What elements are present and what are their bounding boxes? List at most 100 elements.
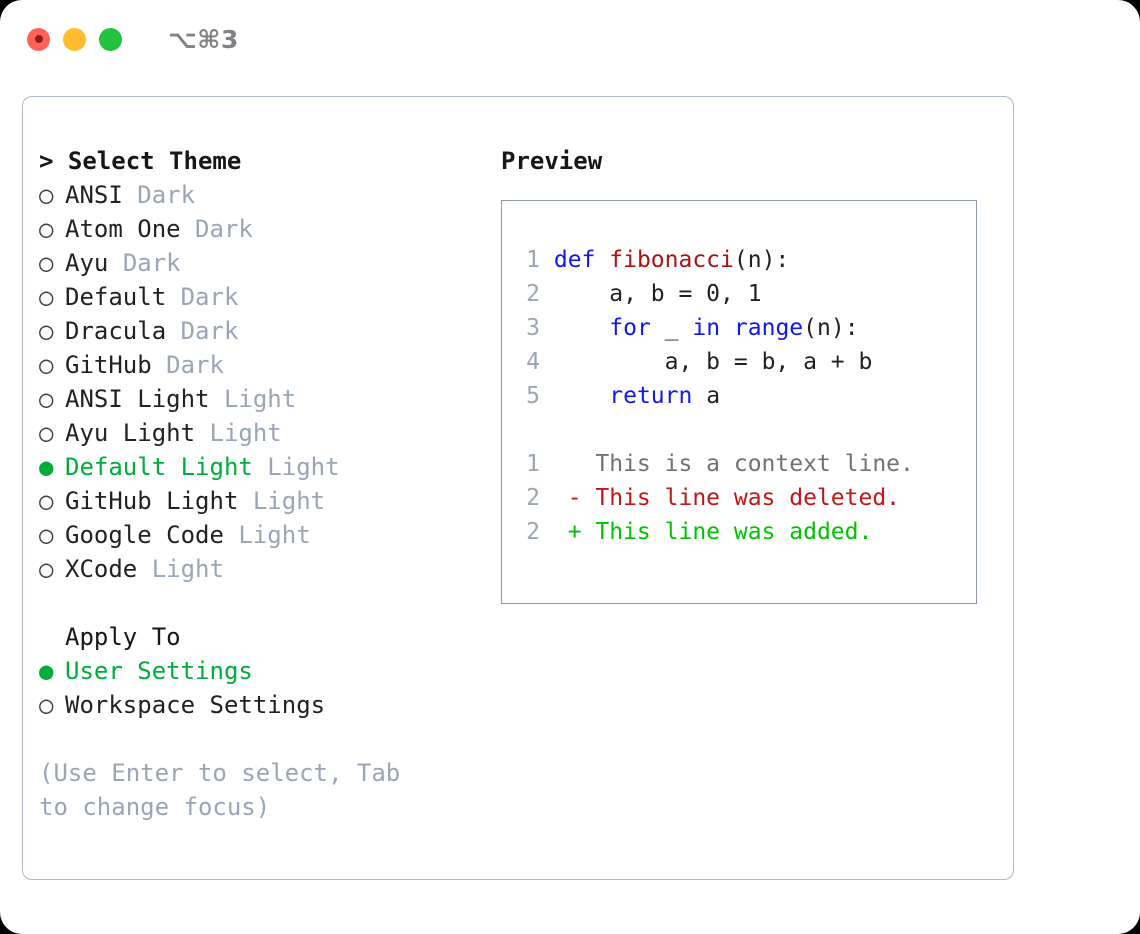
code-token: def [553,247,610,273]
theme-option[interactable]: ○Ayu Dark [39,246,499,280]
code-token [554,383,609,409]
code-line: 2 a, b = 0, 1 [516,277,914,311]
theme-option-name: GitHub Light [65,487,239,515]
code-line: 3 for _ in range(n): [516,311,914,345]
theme-option-variant: Dark [137,181,196,209]
code-gutter-gap [540,315,554,341]
theme-option[interactable]: ○ ANSI Light Light [39,382,499,416]
diff-text: This is a context line. [595,451,914,477]
theme-option-name: XCode [65,555,138,583]
theme-option-gap [210,385,224,413]
theme-option-gap [195,419,209,447]
code-gutter-gap [540,383,554,409]
main-panel: > Select Theme ○ANSI Dark○Atom One Dark○… [22,96,1014,880]
theme-option[interactable]: ○ANSI Dark [39,178,499,212]
theme-option-gap [166,283,180,311]
line-number: 1 [526,247,540,273]
maximize-button[interactable] [99,27,122,51]
theme-option-gap [181,215,195,243]
theme-option[interactable]: ○ Default Dark [39,280,499,314]
minimize-button[interactable] [63,27,86,51]
theme-option[interactable]: ○GitHub Dark [39,348,499,382]
close-button[interactable] [27,27,50,51]
theme-option-variant: Light [252,487,326,515]
radio-unselected-icon: ○ [39,555,54,583]
code-token: in [692,315,721,341]
radio-unselected-icon: ○ [39,487,54,515]
theme-option-variant: Dark [166,351,224,379]
radio-unselected-icon: ○ [39,521,54,549]
radio-unselected-icon: ○ [39,419,54,447]
theme-option-name: Dracula [65,317,167,345]
title-bar: ⌥⌘3 [0,0,1140,78]
theme-option[interactable]: ○Google Code Light [39,518,499,552]
theme-option-variant: Dark [195,215,253,243]
theme-option-variant: Dark [180,317,239,345]
theme-picker-header: > Select Theme [39,147,242,175]
apply-to-label: Apply To [65,623,181,651]
theme-option-name: Default [65,283,167,311]
theme-option-gap [108,249,122,277]
diff-line: 1 This is a context line. [516,447,914,481]
radio-unselected-icon: ○ [39,385,54,413]
diff-line: 2 - This line was deleted. [516,481,914,515]
theme-option-gap [152,351,166,379]
code-blank-line [516,413,914,447]
theme-option[interactable]: ○ Atom One Dark [39,212,499,246]
theme-option[interactable]: ○ Ayu Light Light [39,416,499,450]
theme-option-name: ANSI [65,181,123,209]
radio-unselected-icon: ○ [39,691,54,719]
code-gutter-gap [540,281,554,307]
diff-line: 2 + This line was added. [516,515,914,549]
theme-option[interactable]: ●Default Light Light [39,450,499,484]
diff-text: This line was deleted. [595,485,901,511]
apply-to-option[interactable]: ○Workspace Settings [39,688,499,722]
code-line: 4 a, b = b, a + b [516,345,914,379]
theme-option-name: GitHub [65,351,152,379]
theme-option[interactable]: ○ GitHub Light Light [39,484,499,518]
theme-option-name: Ayu [65,249,109,277]
keyboard-hint: (Use Enter to select, Tab to change focu… [39,759,401,821]
code-token: for [609,315,651,341]
preview-title: Preview [501,147,603,175]
diff-marker: + [540,519,596,545]
diff-line-number: 1 [526,451,540,477]
theme-option-variant: Light [267,453,340,481]
theme-picker-column: > Select Theme ○ANSI Dark○Atom One Dark○… [39,144,499,824]
theme-option-name: Atom One [65,215,181,243]
traffic-light-group [27,27,122,51]
code-gutter-gap [540,349,554,375]
preview-column: Preview 1 def fibonacci(n):2 a, b = 0, 1… [501,144,1001,604]
theme-option-variant: Dark [180,283,239,311]
code-gutter-gap [540,247,554,273]
apply-to-option[interactable]: ●User Settings [39,654,499,688]
code-line: 1 def fibonacci(n): [516,243,914,277]
radio-unselected-icon: ○ [39,215,54,243]
code-line: 5 return a [516,379,914,413]
radio-unselected-icon: ○ [39,283,54,311]
diff-marker [540,451,595,477]
code-token [554,315,609,341]
theme-option-variant: Light [151,555,224,583]
apply-to-list: ●User Settings○Workspace Settings [39,654,499,722]
code-token: return [609,383,693,409]
theme-option-variant: Dark [122,249,181,277]
line-number: 3 [526,315,540,341]
radio-selected-icon: ● [39,657,54,685]
line-number: 4 [526,349,540,375]
code-token: a, b = b, a + b [553,349,873,375]
theme-option-name: Ayu Light [65,419,196,447]
code-token: a [692,383,721,409]
line-number: 2 [526,281,540,307]
theme-option[interactable]: ○ XCode Light [39,552,499,586]
theme-option[interactable]: ○Dracula Dark [39,314,499,348]
code-token: _ [650,315,693,341]
theme-option-name: ANSI Light [65,385,210,413]
code-token: a, b = 0, 1 [553,281,762,307]
code-token: range [733,315,804,341]
theme-option-variant: Light [223,385,297,413]
theme-option-variant: Light [209,419,282,447]
